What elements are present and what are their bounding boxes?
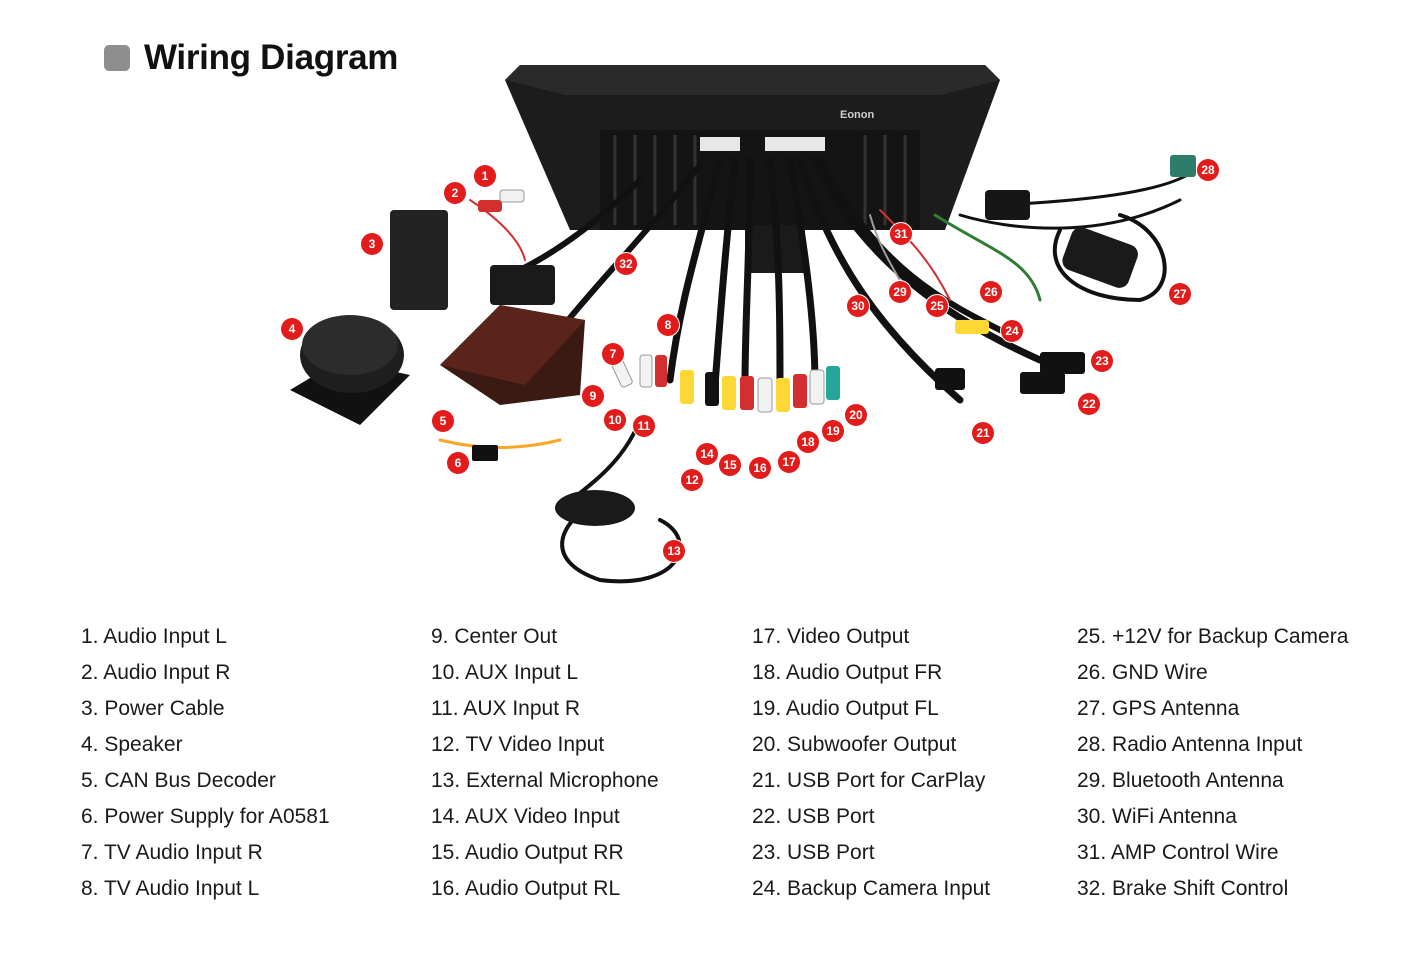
legend-item: 5. CAN Bus Decoder bbox=[81, 769, 276, 792]
legend-column-2: 9. Center Out 10. AUX Input L 11. AUX In… bbox=[431, 622, 659, 910]
usb-plug-22 bbox=[1020, 372, 1065, 394]
header-square-icon bbox=[104, 45, 130, 71]
gps-antenna bbox=[1062, 227, 1138, 288]
callout-28: 28 bbox=[1197, 159, 1219, 181]
legend-item: 17. Video Output bbox=[752, 625, 910, 648]
legend-item: 8. TV Audio Input L bbox=[81, 877, 260, 900]
callout-32: 32 bbox=[615, 253, 637, 275]
legend-column-1: 1. Audio Input L 2. Audio Input R 3. Pow… bbox=[81, 622, 330, 910]
callout-24: 24 bbox=[1001, 320, 1023, 342]
callout-20: 20 bbox=[845, 404, 867, 426]
legend-item: 2. Audio Input R bbox=[81, 661, 231, 684]
legend-item: 21. USB Port for CarPlay bbox=[752, 769, 986, 792]
radio-antenna bbox=[1170, 155, 1196, 177]
legend-item: 20. Subwoofer Output bbox=[752, 733, 957, 756]
callout-10: 10 bbox=[604, 409, 626, 431]
callout-12: 12 bbox=[681, 469, 703, 491]
legend-item: 26. GND Wire bbox=[1077, 661, 1208, 684]
legend-item: 11. AUX Input R bbox=[431, 697, 581, 720]
callout-2: 2 bbox=[444, 182, 466, 204]
legend-item: 31. AMP Control Wire bbox=[1077, 841, 1279, 864]
legend-item: 24. Backup Camera Input bbox=[752, 877, 991, 900]
legend-item: 28. Radio Antenna Input bbox=[1077, 733, 1303, 756]
callout-23: 23 bbox=[1091, 350, 1113, 372]
speaker bbox=[290, 315, 410, 425]
legend-item: 25. +12V for Backup Camera bbox=[1077, 625, 1349, 648]
callout-30: 30 bbox=[847, 295, 869, 317]
callout-11: 11 bbox=[633, 415, 655, 437]
legend-item: 10. AUX Input L bbox=[431, 661, 579, 684]
callout-5: 5 bbox=[432, 410, 454, 432]
wiring-diagram-illustration: Eonon bbox=[281, 65, 1219, 584]
callout-3: 3 bbox=[361, 233, 383, 255]
legend-item: 6. Power Supply for A0581 bbox=[81, 805, 330, 828]
legend-item: 18. Audio Output FR bbox=[752, 661, 943, 684]
legend-item: 3. Power Cable bbox=[81, 697, 225, 720]
legend-item: 23. USB Port bbox=[752, 841, 875, 864]
microphone bbox=[555, 490, 635, 526]
callout-19: 19 bbox=[822, 420, 844, 442]
callout-8: 8 bbox=[657, 314, 679, 336]
legend-item: 1. Audio Input L bbox=[81, 625, 227, 648]
callout-31: 31 bbox=[890, 223, 912, 245]
callout-25: 25 bbox=[926, 295, 948, 317]
legend-item: 29. Bluetooth Antenna bbox=[1077, 769, 1284, 792]
brand-label: Eonon bbox=[840, 109, 874, 121]
callout-13: 13 bbox=[663, 540, 685, 562]
legend-item: 4. Speaker bbox=[81, 733, 183, 756]
callout-7: 7 bbox=[602, 343, 624, 365]
legend-item: 13. External Microphone bbox=[431, 769, 659, 792]
callout-18: 18 bbox=[797, 431, 819, 453]
wiring-illustration: Eonon bbox=[290, 65, 1197, 584]
callout-9: 9 bbox=[582, 385, 604, 407]
rca-plugs bbox=[609, 320, 989, 413]
head-unit-top bbox=[505, 65, 1000, 95]
usb-plug-21 bbox=[935, 368, 965, 390]
callout-26: 26 bbox=[980, 281, 1002, 303]
legend-item: 9. Center Out bbox=[431, 625, 558, 648]
callout-6: 6 bbox=[447, 452, 469, 474]
legend-item: 15. Audio Output RR bbox=[431, 841, 624, 864]
legend-item: 22. USB Port bbox=[752, 805, 875, 828]
power-connector bbox=[390, 210, 448, 310]
legend-item: 12. TV Video Input bbox=[431, 733, 605, 756]
usb-plug-23 bbox=[1040, 352, 1085, 374]
page-title: Wiring Diagram bbox=[144, 38, 399, 77]
canbus-decoder bbox=[440, 305, 585, 405]
callout-16: 16 bbox=[749, 457, 771, 479]
legend-item: 30. WiFi Antenna bbox=[1077, 805, 1237, 828]
legend-column-3: 17. Video Output 18. Audio Output FR 19.… bbox=[752, 622, 990, 910]
legend-item: 32. Brake Shift Control bbox=[1077, 877, 1289, 900]
legend-item: 14. AUX Video Input bbox=[431, 805, 620, 828]
heatsink bbox=[600, 130, 920, 230]
callout-17: 17 bbox=[778, 451, 800, 473]
legend-item: 16. Audio Output RL bbox=[431, 877, 621, 900]
legend-item: 7. TV Audio Input R bbox=[81, 841, 263, 864]
callout-14: 14 bbox=[696, 443, 718, 465]
legend-item: 19. Audio Output FL bbox=[752, 697, 939, 720]
callout-21: 21 bbox=[972, 422, 994, 444]
legend-item: 27. GPS Antenna bbox=[1077, 697, 1240, 720]
callout-22: 22 bbox=[1078, 393, 1100, 415]
legend-column-4: 25. +12V for Backup Camera 26. GND Wire … bbox=[1077, 622, 1348, 910]
callout-15: 15 bbox=[719, 454, 741, 476]
callout-4: 4 bbox=[281, 318, 303, 340]
callout-27: 27 bbox=[1169, 283, 1191, 305]
callout-29: 29 bbox=[889, 281, 911, 303]
callout-1: 1 bbox=[474, 165, 496, 187]
page-header: Wiring Diagram bbox=[104, 38, 398, 78]
